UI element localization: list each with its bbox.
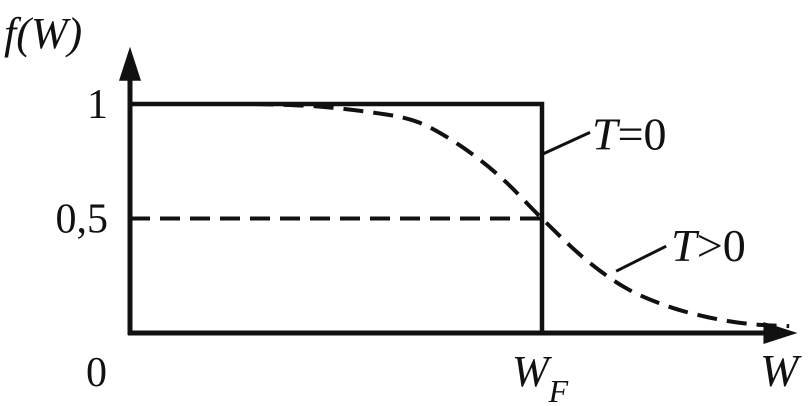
series-label-tpos: T>0 [671, 220, 746, 271]
y-axis-arrowhead [119, 46, 141, 81]
series-label-tpos-var: T [671, 220, 700, 271]
annotation-leader-t0 [541, 131, 591, 156]
x-axis-label: W [760, 345, 802, 396]
y-tick-label-0-5: 0,5 [56, 197, 109, 243]
x-tick-label-wf: WF [512, 347, 569, 406]
series-label-t0-rel: =0 [618, 108, 667, 159]
series-label-t0-var: T [592, 108, 621, 159]
origin-label: 0 [86, 350, 107, 396]
y-axis-label: f(W) [4, 9, 82, 58]
x-tick-label-wf-sub: F [548, 373, 569, 406]
x-tick-label-wf-main: W [512, 347, 552, 396]
series-tpos-dashed [253, 102, 790, 329]
x-axis-arrowhead [763, 322, 798, 344]
annotation-leader-tpos [615, 244, 667, 273]
series-label-tpos-rel: >0 [697, 220, 746, 271]
y-tick-label-1: 1 [87, 82, 108, 128]
series-label-t0: T=0 [592, 108, 667, 159]
